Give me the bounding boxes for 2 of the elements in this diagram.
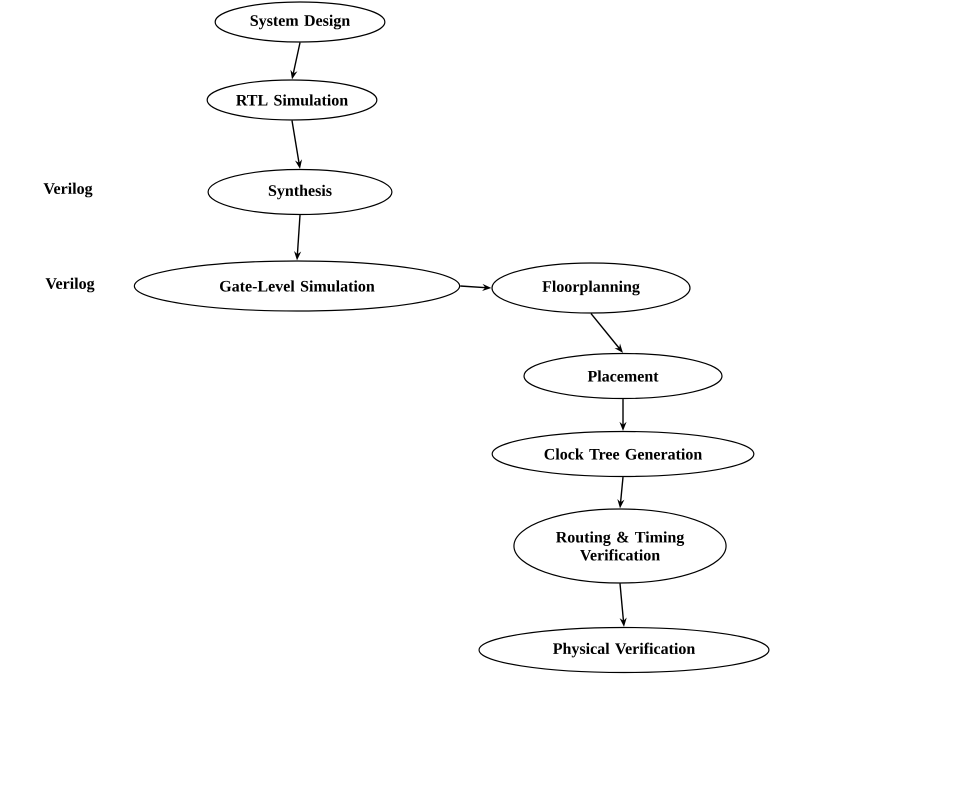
side-label: Verilog: [44, 182, 92, 198]
side-label: Verilog: [46, 278, 94, 292]
